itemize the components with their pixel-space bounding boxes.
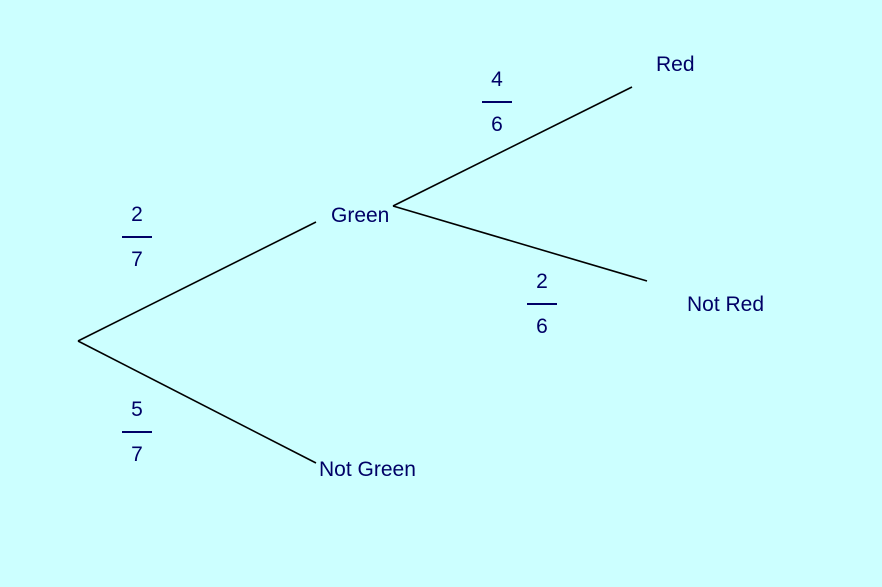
- node-red-label: Red: [656, 53, 695, 76]
- prob-not-green-fraction: 5 7: [122, 398, 152, 467]
- prob-red-numerator: 4: [491, 68, 503, 91]
- branch-green-red: [392, 86, 633, 207]
- branch-root-green: [77, 221, 317, 342]
- fraction-bar: [527, 303, 557, 305]
- prob-not-red-numerator: 2: [536, 270, 548, 293]
- node-not-green-label: Not Green: [319, 458, 416, 481]
- prob-green-numerator: 2: [131, 203, 143, 226]
- prob-not-red-fraction: 2 6: [527, 270, 557, 339]
- fraction-bar: [122, 431, 152, 433]
- branch-root-not-green: [77, 340, 317, 464]
- fraction-bar: [122, 236, 152, 238]
- prob-not-green-denominator: 7: [131, 442, 143, 466]
- prob-green-fraction: 2 7: [122, 203, 152, 272]
- prob-red-fraction: 4 6: [482, 68, 512, 137]
- prob-green-denominator: 7: [131, 247, 143, 271]
- node-green-label: Green: [331, 204, 390, 227]
- fraction-bar: [482, 101, 512, 103]
- branch-green-not-red: [392, 205, 648, 282]
- prob-not-green-numerator: 5: [131, 398, 143, 421]
- node-not-red-label: Not Red: [687, 293, 765, 316]
- prob-red-denominator: 6: [491, 112, 503, 136]
- prob-not-red-denominator: 6: [536, 314, 548, 338]
